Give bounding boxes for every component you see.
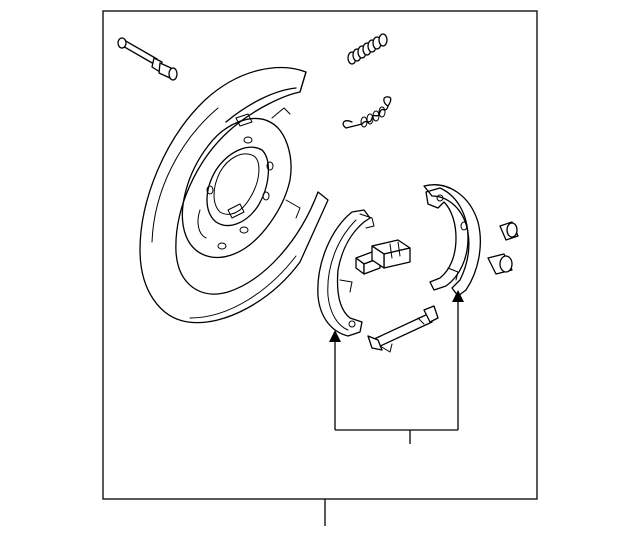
pin-caps-icon bbox=[487, 221, 519, 275]
rear-brake-shoe-icon bbox=[423, 184, 481, 297]
shoe-bolt-icon bbox=[117, 37, 178, 81]
arrow-up-icon bbox=[452, 290, 464, 302]
front-brake-shoe-icon bbox=[317, 209, 375, 337]
adjuster-icon bbox=[355, 239, 411, 275]
diagram-frame bbox=[102, 10, 538, 500]
shoe-callout bbox=[329, 290, 464, 444]
arrow-up-icon bbox=[329, 330, 341, 342]
return-spring-icon bbox=[342, 96, 392, 129]
hold-down-spring-icon bbox=[347, 33, 388, 65]
backing-plate-icon bbox=[139, 66, 329, 324]
strut-bar-icon bbox=[367, 305, 439, 353]
